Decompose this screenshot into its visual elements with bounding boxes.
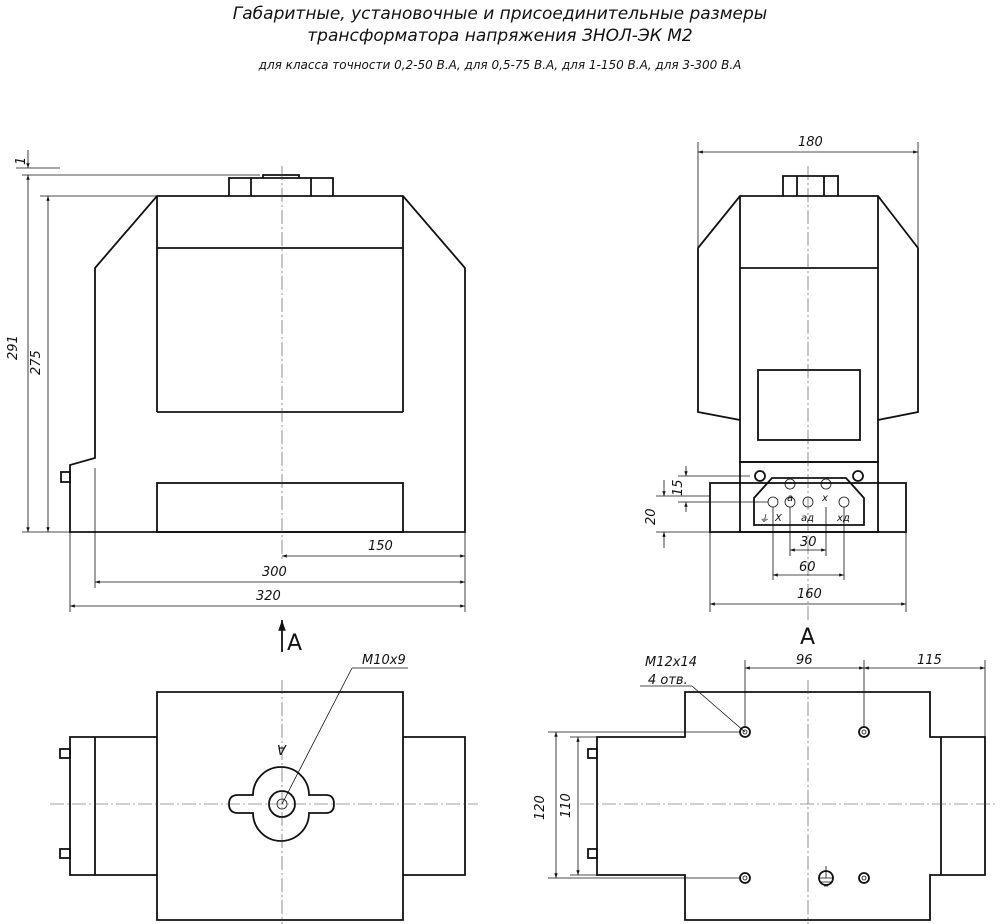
title-line-1: Габаритные, установочные и присоединител… <box>232 4 768 24</box>
terminal-x <box>820 478 832 490</box>
dim-160-label: 160 <box>797 587 822 602</box>
view-a-bolt-upper <box>587 748 598 759</box>
terminal-plate <box>753 477 865 526</box>
terminal-ground-label: ⏚ <box>759 514 769 525</box>
terminal-X-label: X <box>774 513 783 524</box>
mount-hole-4-inner <box>861 875 867 881</box>
side-top-terminal <box>782 175 839 196</box>
dim-20-label: 20 <box>644 508 659 525</box>
view-a: A 96 115 120 110 M1 <box>533 625 995 924</box>
view-a-title: A <box>800 625 815 650</box>
terminal-box-screw-left <box>754 470 766 482</box>
dim-1-label: 1 <box>14 157 29 165</box>
top-view-outline <box>69 691 466 921</box>
thread-m12-label: M12x14 <box>645 655 697 670</box>
dim-120-label: 120 <box>533 795 548 820</box>
terminal-x-label: x <box>821 493 828 504</box>
terminal-a <box>784 478 796 490</box>
dim-30-label: 30 <box>800 535 817 550</box>
terminal-ground <box>767 496 779 508</box>
view-a-mark: A <box>277 741 287 756</box>
view-a-outline <box>596 691 986 921</box>
dim-15-label: 15 <box>671 479 686 496</box>
view-a-arrow-label: A <box>287 631 302 656</box>
side-nameplate <box>757 369 861 441</box>
m12-leader <box>691 685 746 733</box>
dim-300-label: 300 <box>262 565 287 580</box>
mount-hole-3-inner <box>742 875 748 881</box>
front-ground-bolt <box>60 471 71 483</box>
mount-hole-1-inner <box>742 729 748 735</box>
dim-96-label: 96 <box>796 653 813 668</box>
top-view-bolt-upper <box>59 748 71 759</box>
top-view: A M10x9 <box>50 653 478 924</box>
dim-291-label: 291 <box>6 335 21 360</box>
top-view-bolt-lower <box>59 848 71 859</box>
dim-60-label: 60 <box>799 560 816 575</box>
terminal-a-label: a <box>787 493 793 504</box>
dim-115-label: 115 <box>917 653 942 668</box>
front-body-outline <box>69 195 466 533</box>
terminal-ad-label: aд <box>801 513 814 524</box>
front-base-recess <box>156 482 404 533</box>
dim-320-label: 320 <box>256 589 281 604</box>
terminal-box-screw-right <box>852 470 864 482</box>
dim-150-label: 150 <box>368 539 393 554</box>
title-line-2: трансформатора напряжения ЗНОЛ-ЭК М2 <box>307 26 693 46</box>
top-terminal-wing <box>228 766 335 842</box>
front-top-terminal <box>228 174 334 196</box>
mount-hole-3 <box>739 872 751 884</box>
thread-m10-label: M10x9 <box>362 653 406 668</box>
view-a-bolt-lower <box>587 848 598 859</box>
m10-leader <box>281 667 353 805</box>
terminal-xd <box>838 496 850 508</box>
subtitle: для класса точности 0,2-50 В.А, для 0,5-… <box>258 58 742 72</box>
mount-hole-4 <box>858 872 870 884</box>
mount-hole-2-inner <box>861 729 867 735</box>
front-view: 291 275 1 150 300 320 A <box>6 150 466 656</box>
ground-symbol-icon <box>818 866 834 887</box>
terminal-xd-label: xд <box>836 513 850 524</box>
dim-110-label: 110 <box>559 793 574 818</box>
dim-275-label: 275 <box>29 350 44 375</box>
side-view: a x ⏚ X aд xд 180 15 20 30 60 <box>644 135 919 620</box>
holes-count-label: 4 отв. <box>648 673 688 688</box>
mount-hole-2 <box>858 726 870 738</box>
dim-180-label: 180 <box>798 135 823 150</box>
